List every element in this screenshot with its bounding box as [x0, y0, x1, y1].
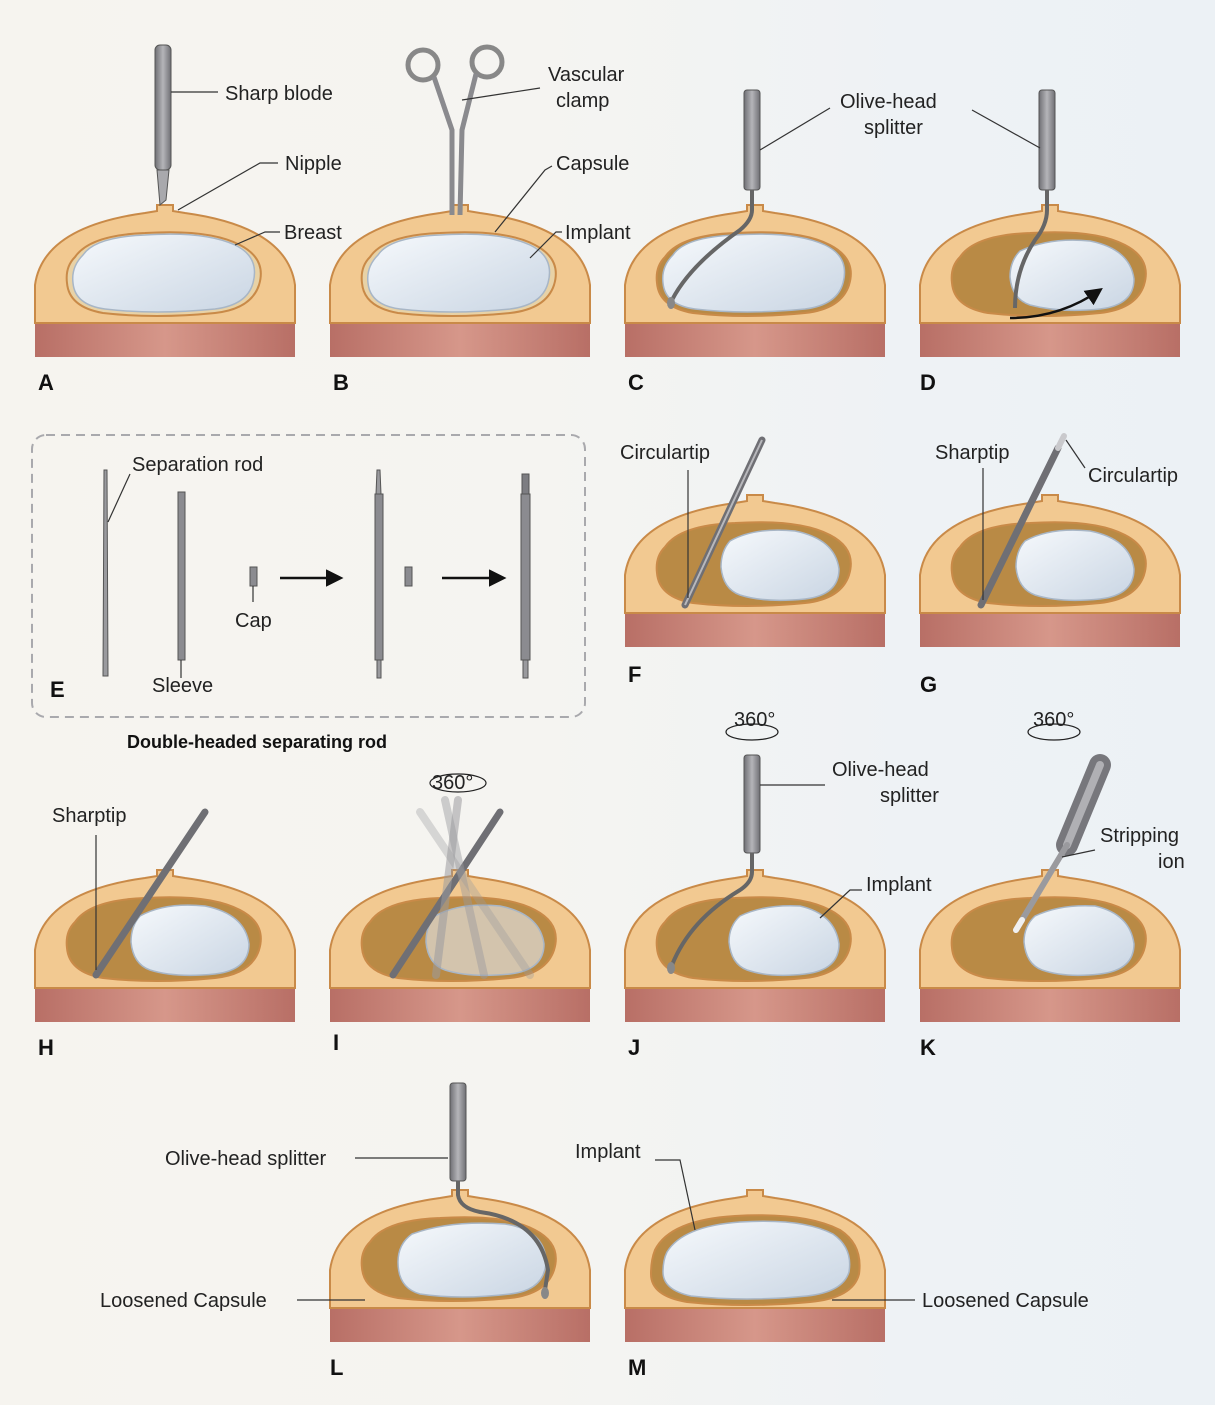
panel-j — [625, 870, 885, 1022]
panel-m — [625, 1190, 885, 1342]
label-ion: ion — [1158, 851, 1185, 873]
label-360-i: 360° — [432, 772, 473, 794]
label-nipple: Nipple — [285, 153, 342, 175]
panel-f — [625, 495, 885, 647]
panel-b — [330, 205, 590, 357]
vascular-clamp-icon — [408, 47, 502, 215]
label-splitter: splitter — [864, 117, 923, 139]
label-360-j: 360° — [734, 709, 775, 731]
label-olive-head: Olive-head — [840, 91, 937, 113]
cap-icon — [405, 567, 412, 586]
panel-letter-g: G — [920, 672, 937, 697]
sleeve-icon — [178, 492, 185, 660]
panel-k — [920, 870, 1180, 1022]
label-olive-head-j: Olive-head — [832, 759, 929, 781]
label-sharptip: Sharptip — [935, 442, 1010, 464]
label-loosened-capsule-l: Loosened Capsule — [100, 1290, 267, 1312]
label-stripping: Stripping — [1100, 825, 1179, 847]
panel-letter-a: A — [38, 370, 54, 395]
panel-letter-d: D — [920, 370, 936, 395]
cap-icon — [250, 567, 257, 586]
panel-letter-f: F — [628, 662, 641, 687]
panel-c — [625, 205, 885, 357]
label-clamp: clamp — [556, 90, 609, 112]
panel-letter-k: K — [920, 1035, 936, 1060]
label-separation-rod: Separation rod — [132, 454, 263, 476]
label-splitter-j: splitter — [880, 785, 939, 807]
panel-g — [920, 495, 1180, 647]
panel-letter-b: B — [333, 370, 349, 395]
panel-letter-i: I — [333, 1030, 339, 1055]
label-implant-j: Implant — [866, 874, 932, 896]
panel-l — [330, 1190, 590, 1342]
assembled-rod-icon — [521, 474, 530, 678]
label-capsule: Capsule — [556, 153, 629, 175]
panel-a — [35, 205, 295, 357]
label-360-k: 360° — [1033, 709, 1074, 731]
label-breast: Breast — [284, 222, 342, 244]
panel-e-caption: Double-headed separating rod — [127, 732, 387, 752]
panel-h — [35, 870, 295, 1022]
label-sharptip-h: Sharptip — [52, 805, 127, 827]
label-vascular: Vascular — [548, 64, 625, 86]
panel-letter-l: L — [330, 1355, 343, 1380]
panel-i — [330, 870, 590, 1022]
separation-rod-with-sleeve-icon — [375, 470, 383, 678]
panel-e-frame — [32, 435, 585, 717]
label-sharp-blode: Sharp blode — [225, 83, 333, 105]
label-circulartip-g: Circulartip — [1088, 465, 1178, 487]
label-implant: Implant — [565, 222, 631, 244]
label-loosened-capsule-m: Loosened Capsule — [922, 1290, 1089, 1312]
panel-letter-j: J — [628, 1035, 640, 1060]
panel-letter-m: M — [628, 1355, 646, 1380]
label-circulartip: Circulartip — [620, 442, 710, 464]
separation-rod-icon — [103, 470, 108, 676]
label-implant-m: Implant — [575, 1141, 641, 1163]
panel-d — [920, 205, 1180, 357]
label-olive-head-splitter-l: Olive-head splitter — [165, 1148, 327, 1170]
panel-letter-h: H — [38, 1035, 54, 1060]
panel-letter-c: C — [628, 370, 644, 395]
label-cap: Cap — [235, 610, 272, 632]
label-sleeve: Sleeve — [152, 675, 213, 697]
scalpel-icon — [155, 45, 171, 205]
panel-letter-e: E — [50, 677, 65, 702]
